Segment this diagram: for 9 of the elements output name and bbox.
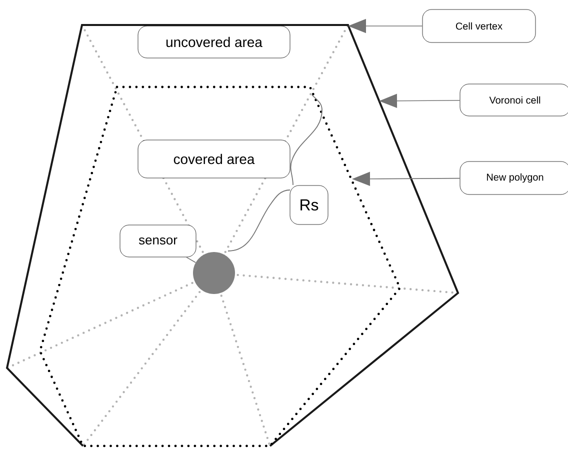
label-box: uncovered area — [138, 26, 290, 58]
sensor-dot — [193, 252, 235, 294]
label-box: sensor — [120, 224, 196, 258]
label-box: covered area — [138, 140, 290, 178]
label-box: Cell vertex — [422, 9, 536, 43]
label-box: Rs — [290, 185, 328, 225]
label-box: Voronoi cell — [460, 84, 568, 116]
label-box: New polygon — [460, 161, 568, 195]
leader-line — [186, 256, 196, 263]
